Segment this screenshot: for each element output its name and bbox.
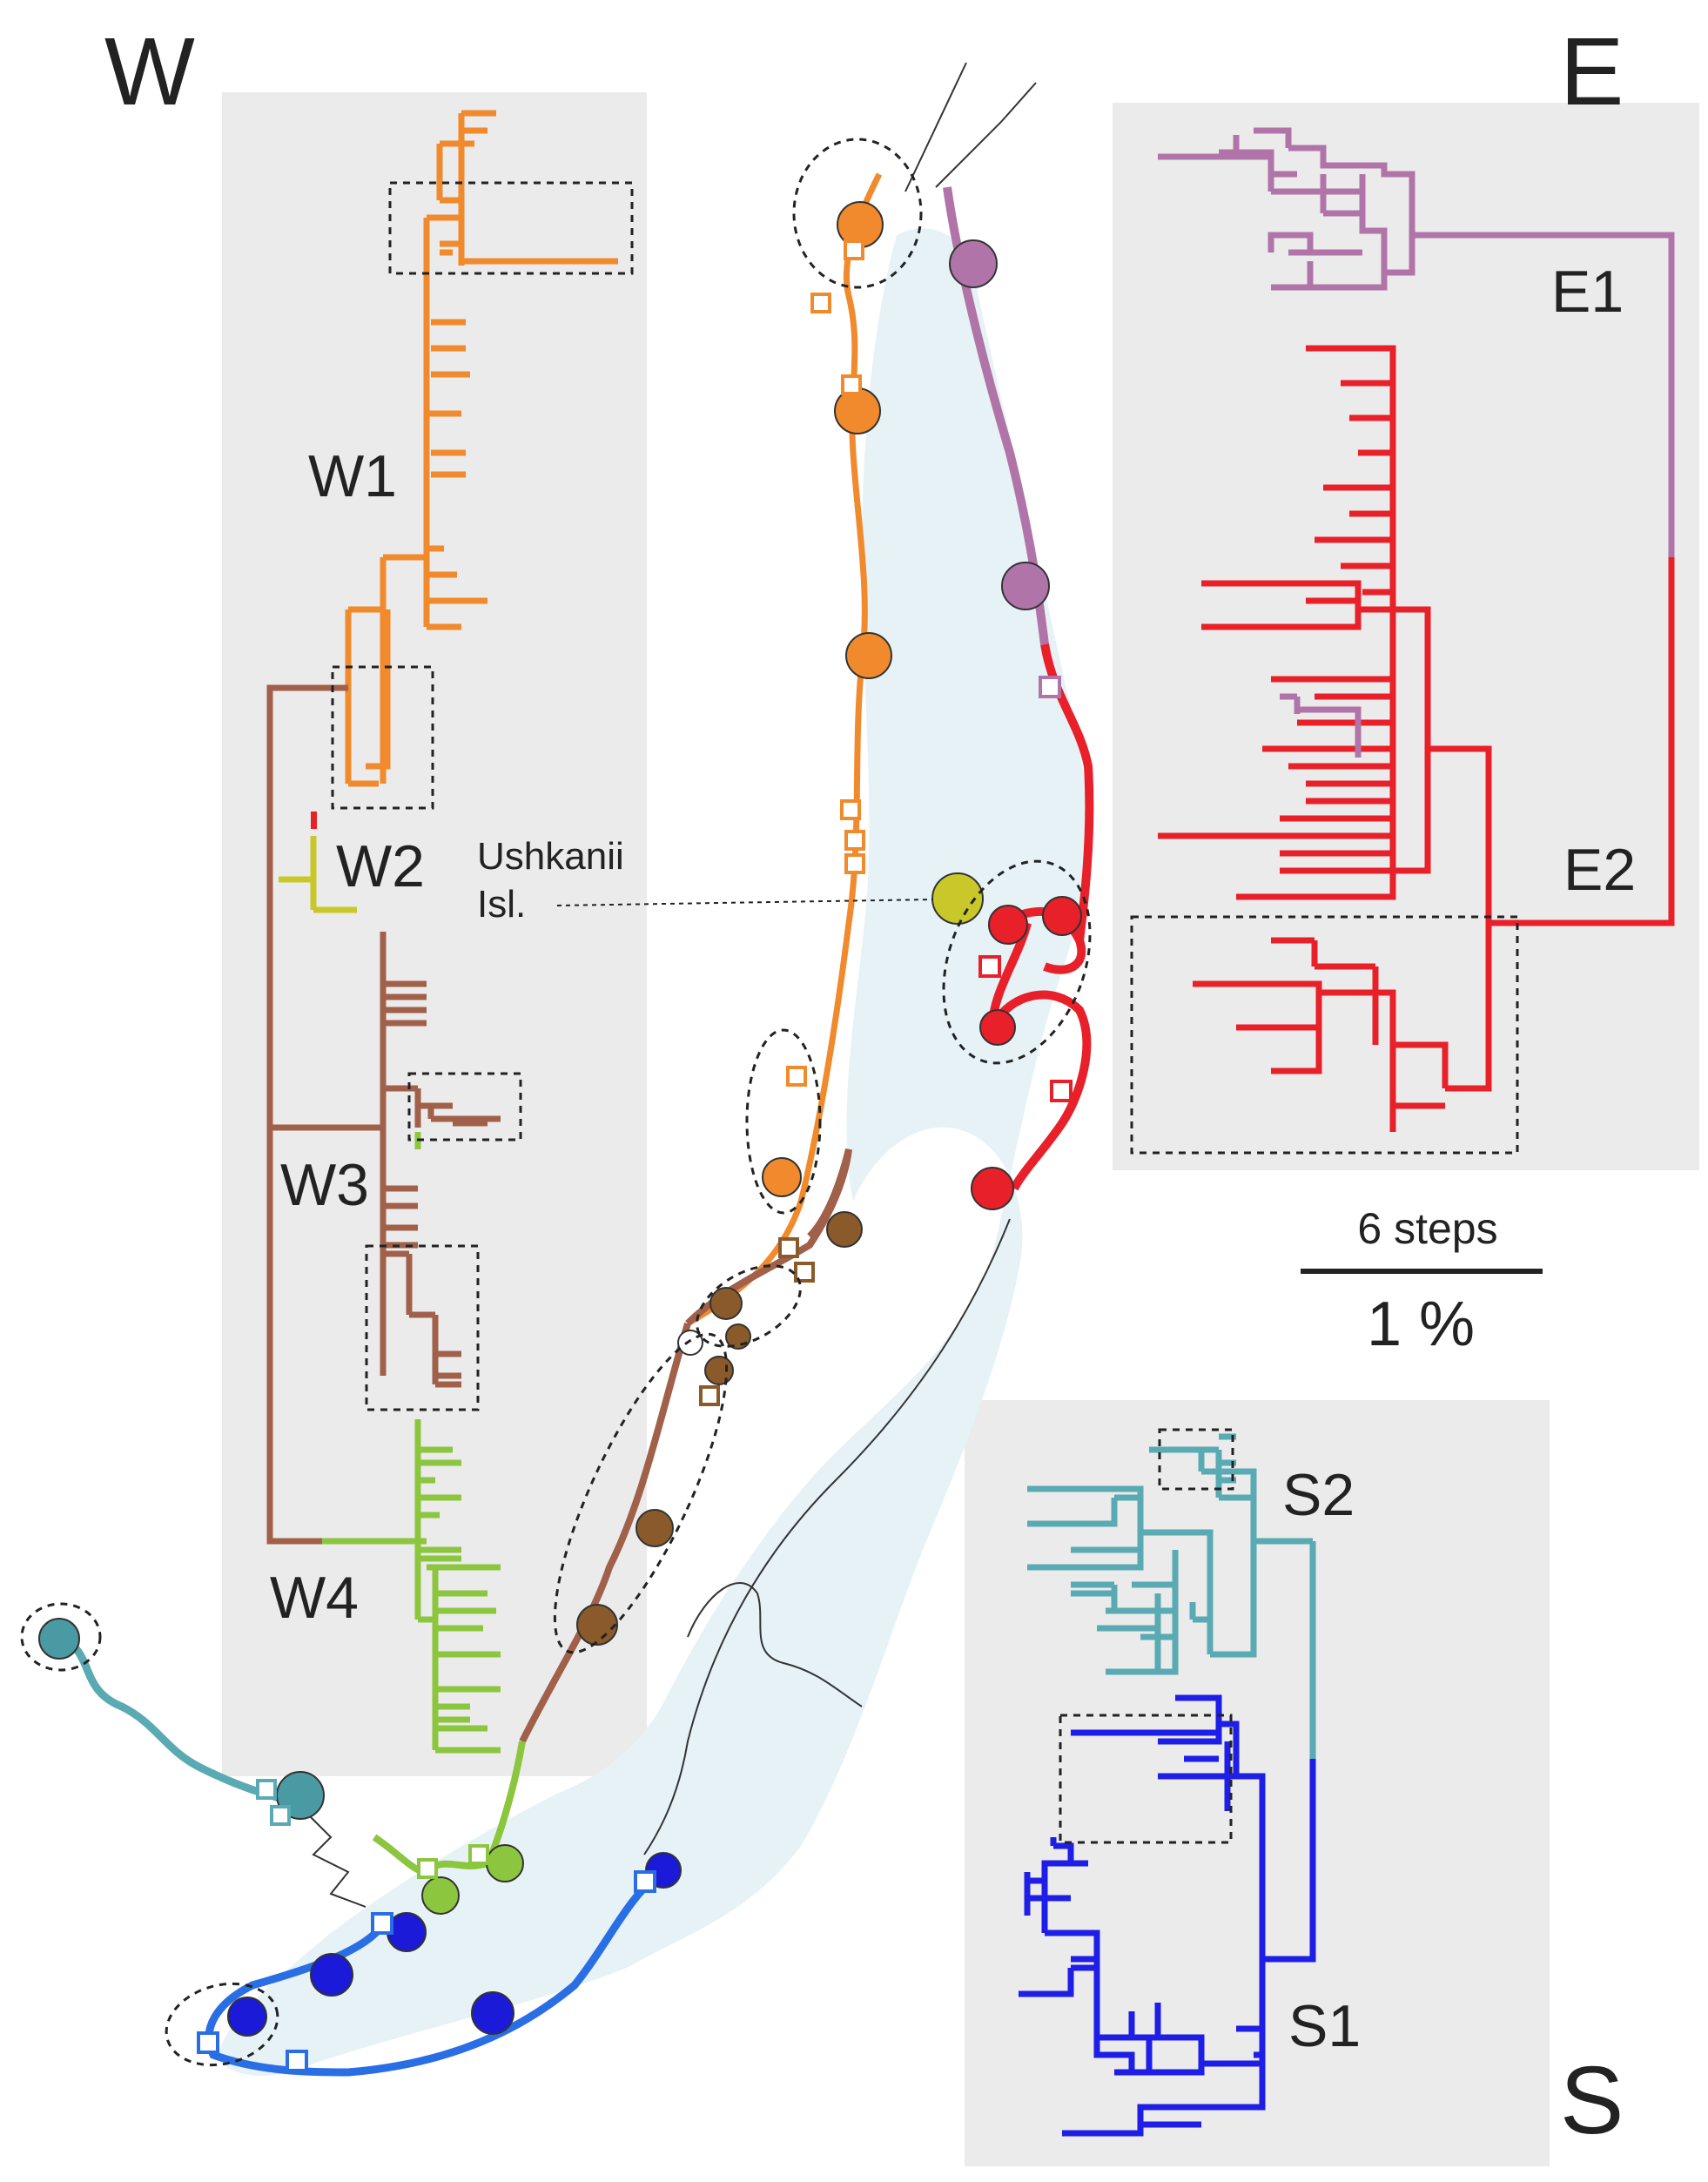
sq-e2-a [978,955,1001,978]
site-s2-a [38,1618,80,1660]
sq-w1-7 [786,1066,807,1087]
sample-squares [197,239,1073,2072]
w2-red-tick [311,812,317,829]
sq-w3-b [794,1262,815,1283]
site-w4-b [421,1876,460,1915]
site-e2-b [1042,896,1082,936]
cluster-north [792,138,923,289]
label-w2: W2 [336,833,425,899]
west-panel [222,92,647,1776]
lake-water [218,228,1089,2076]
label-e2: E2 [1563,837,1636,903]
sq-w1-6 [844,853,865,874]
site-w3-d [704,1356,734,1385]
island-leader-line [556,899,934,906]
south-east-shore [643,1218,1011,1855]
lake-map [218,62,1089,2076]
delta-shore [687,1582,863,1707]
west-tree [266,110,634,1754]
west-tree-boxes [331,181,634,1411]
site-island [931,872,984,925]
south-panel [965,1400,1550,2166]
site-e1-b [1001,562,1050,610]
sq-s2-b [270,1805,291,1826]
east-tree-box [1130,915,1519,1155]
cluster-w1-south [745,1028,822,1215]
site-s1-b [310,1953,353,1997]
sq-e1 [1039,676,1061,698]
angara-source [304,1810,366,1908]
scale-top-label: 6 steps [1357,1204,1497,1253]
site-w3-a [826,1211,863,1248]
site-w1-d [762,1157,802,1197]
label-west: W [104,18,195,125]
coast-w3 [519,1148,852,1743]
site-w4-a [486,1844,524,1882]
tree-w3 [266,684,501,1545]
east-tree [1130,127,1675,1155]
label-w4: W4 [270,1565,359,1631]
sq-s2-a [256,1779,277,1800]
map-clusters [20,138,1092,2067]
tree-e2 [1158,345,1675,1132]
label-w3: W3 [280,1152,369,1218]
tree-s2 [1027,1433,1316,1759]
site-w3-e [635,1509,674,1547]
site-w3-b [709,1287,743,1320]
scale-bar: 6 steps 1 % [1301,1204,1543,1359]
sq-s1-b [197,2031,219,2054]
label-south: S [1560,2047,1624,2154]
sq-w1-1 [844,239,864,260]
site-e1-a [949,239,998,288]
sq-s1-a [371,1912,393,1935]
coast-w4 [372,1741,526,1876]
tree-e2-purple [1280,693,1362,758]
sq-w3-a [778,1237,799,1258]
north-river [904,62,1037,192]
tree-w1 [345,110,618,787]
label-e1: E1 [1551,259,1624,325]
sq-w4-a [417,1858,438,1879]
site-e2-c [979,1009,1016,1046]
tree-e1 [1158,127,1675,557]
label-s2: S2 [1282,1462,1355,1528]
coast-s1 [205,1869,664,2077]
cluster-s2 [20,1602,102,1672]
east-panel [1113,103,1699,1170]
sq-w1-4 [840,799,861,820]
site-e2-a [988,905,1028,945]
cluster-east-red [942,859,1092,1065]
label-island-2: Isl. [477,883,526,926]
label-s1: S1 [1288,1993,1361,2059]
site-s1-c [227,1997,267,2037]
site-w1-c [845,632,892,679]
tree-w2 [279,836,357,913]
cluster-w3-long [553,1332,729,1654]
coast-s2 [58,1633,298,1807]
tree-w4 [322,1132,501,1754]
cluster-s1 [165,1982,279,2067]
label-island-1: Ushkanii [477,835,624,878]
sq-e2-b [1050,1080,1073,1102]
sq-w1-3 [841,374,862,395]
sq-w1-5 [844,830,865,851]
tree-s1 [1019,1694,1316,2137]
label-east: E [1560,18,1624,125]
cluster-w3-mid [696,1264,802,1348]
sq-s1-c [286,2050,308,2072]
site-s1-d [471,1991,514,2035]
sq-s1-d [634,1870,656,1893]
sq-w1-2 [810,293,831,313]
scale-bottom-label: 1 % [1367,1290,1475,1359]
sq-w4-b [468,1844,489,1865]
site-w3-f [576,1604,618,1646]
south-tree [1019,1428,1316,2137]
label-w1: W1 [308,443,397,509]
sq-w3-c [699,1385,720,1406]
site-e2-d [971,1167,1014,1210]
south-tree-boxes [1059,1428,1234,1844]
